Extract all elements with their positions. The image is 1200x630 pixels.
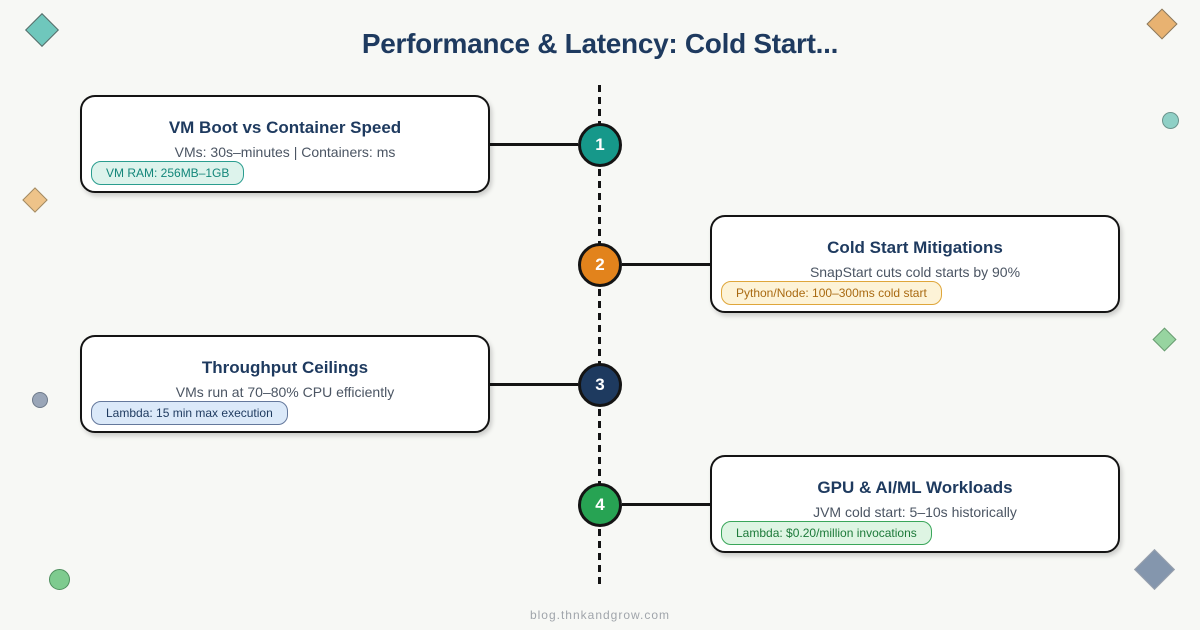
- card-title: VM Boot vs Container Speed: [168, 118, 402, 137]
- status-badge: Lambda: $0.20/million invocations: [721, 521, 932, 545]
- card-throughput-ceilings: Throughput Ceilings VMs run at 70–80% CP…: [80, 335, 490, 433]
- status-badge: Python/Node: 100–300ms cold start: [721, 281, 942, 305]
- connector-line: [622, 263, 710, 266]
- node-number: 1: [595, 135, 605, 154]
- timeline-node-3: 3: [578, 363, 622, 407]
- card-title: Throughput Ceilings: [201, 358, 369, 377]
- card-cold-start-mitigations: Cold Start Mitigations SnapStart cuts co…: [710, 215, 1120, 313]
- card-subtitle: SnapStart cuts cold starts by 90%: [809, 264, 1021, 280]
- timeline-node-1: 1: [578, 123, 622, 167]
- slate-diamond-icon: [1133, 548, 1176, 591]
- footer-url: blog.thnkandgrow.com: [529, 608, 671, 622]
- status-badge: Lambda: 15 min max execution: [91, 401, 288, 425]
- node-number: 2: [595, 255, 605, 274]
- green-diamond-icon: [1152, 327, 1177, 352]
- connector-line: [490, 143, 578, 146]
- card-vm-boot-vs-container-speed: VM Boot vs Container Speed VMs: 30s–minu…: [80, 95, 490, 193]
- card-title: GPU & AI/ML Workloads: [817, 478, 1013, 497]
- card-subtitle: VMs: 30s–minutes | Containers: ms: [174, 144, 396, 160]
- card-subtitle: VMs run at 70–80% CPU efficiently: [175, 384, 395, 400]
- green-circle-icon: [49, 569, 70, 590]
- connector-line: [622, 503, 710, 506]
- slate-circle-icon: [32, 392, 48, 408]
- tan-diamond-icon: [22, 187, 48, 213]
- timeline-dashed-line: [598, 85, 601, 585]
- timeline-node-2: 2: [578, 243, 622, 287]
- timeline-node-4: 4: [578, 483, 622, 527]
- connector-line: [490, 383, 578, 386]
- teal-circle-icon: [1162, 112, 1179, 129]
- node-number: 4: [595, 495, 605, 514]
- card-gpu-ai-ml-workloads: GPU & AI/ML Workloads JVM cold start: 5–…: [710, 455, 1120, 553]
- card-title: Cold Start Mitigations: [827, 238, 1003, 257]
- card-subtitle: JVM cold start: 5–10s historically: [813, 504, 1017, 520]
- page-title: Performance & Latency: Cold Start...: [361, 28, 839, 59]
- node-number: 3: [595, 375, 605, 394]
- status-badge: VM RAM: 256MB–1GB: [91, 161, 245, 185]
